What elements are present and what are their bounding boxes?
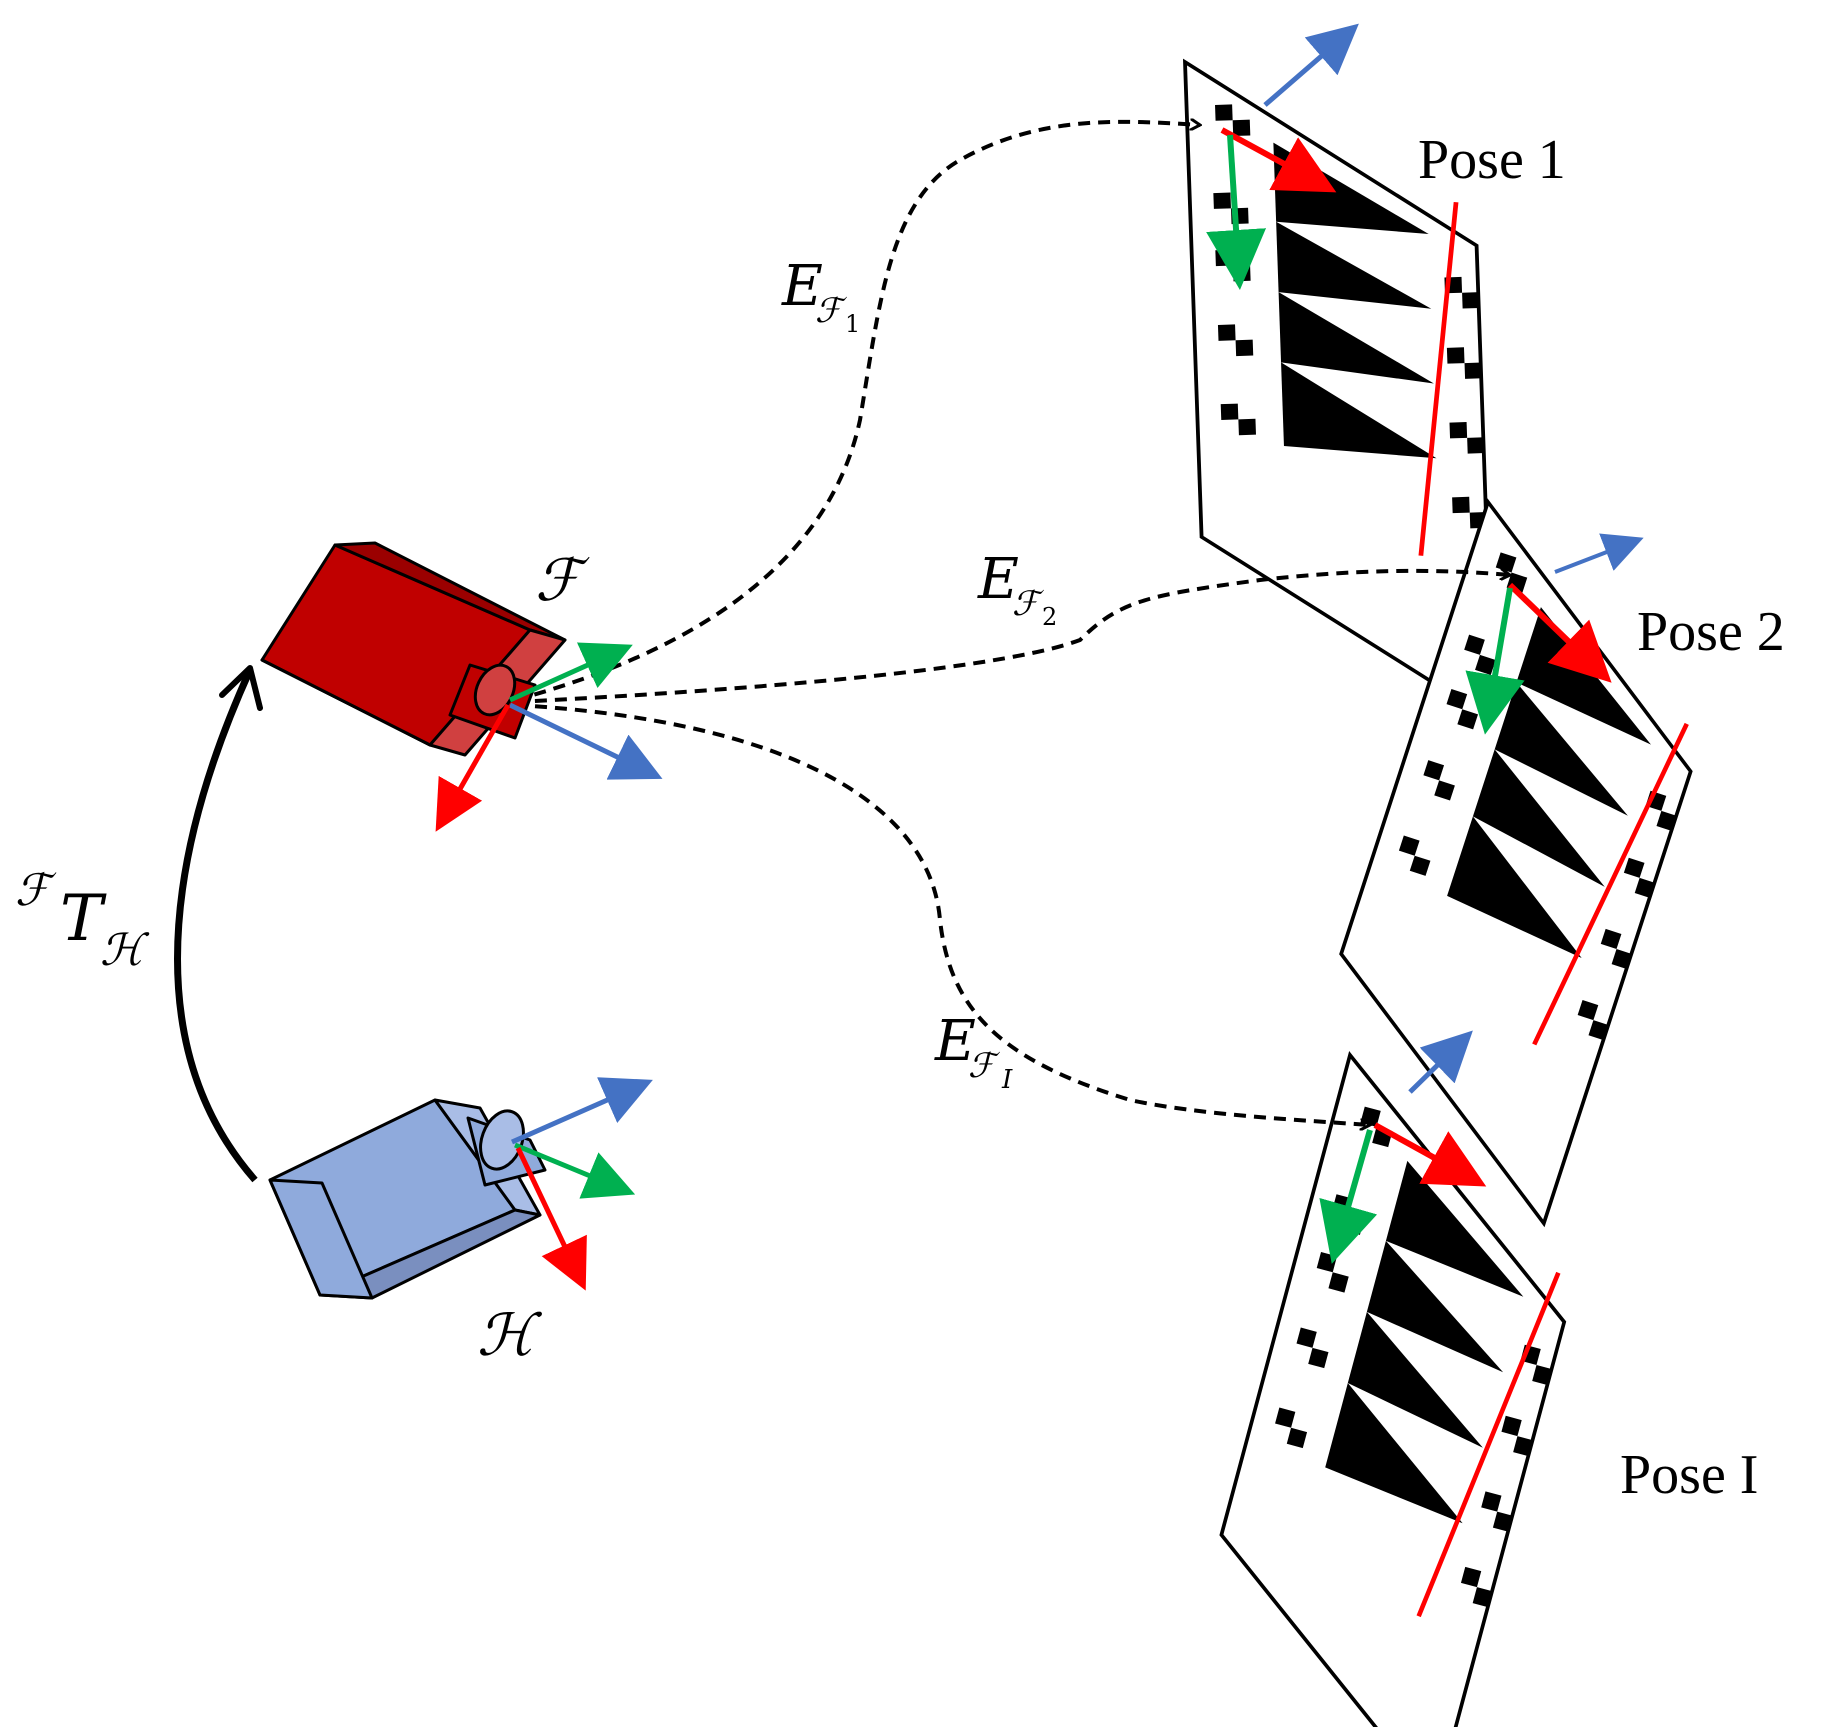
label-pose-i: Pose I (1620, 1444, 1758, 1506)
target-pose-1-axes (1206, 23, 1359, 290)
transform-arrow (174, 668, 258, 1183)
label-edge-2-main: E (977, 547, 1019, 612)
label-pose-2: Pose 2 (1637, 601, 1785, 663)
label-edge-2-sub: ℱ (1012, 584, 1045, 624)
label-edge-1-subsub: 1 (845, 310, 860, 338)
label-edge-1-main: E (781, 254, 823, 319)
label-transform-main: T (60, 882, 107, 956)
label-edge-1-sub: ℱ (815, 291, 848, 331)
edge-to-pose-1 (514, 122, 1200, 702)
edge-to-pose-2 (514, 571, 1510, 704)
label-transform-sup: ℱ (15, 865, 57, 916)
camera-f-axes (435, 642, 663, 832)
label-edge-i-sub: ℱ (968, 1046, 1001, 1086)
label-edge-i-subsub: I (1001, 1065, 1013, 1095)
label-edge-2-subsub: 2 (1042, 603, 1057, 631)
edge-to-pose-i (514, 703, 1370, 1125)
target-pose-2-axes (1465, 533, 1644, 735)
label-transform-sub: ℋ (100, 925, 150, 976)
transform-arrowhead (219, 665, 263, 711)
label-edge-i-main: E (934, 1009, 976, 1074)
target-pose-i-axes (1319, 1030, 1487, 1264)
blue-camera-icon (268, 1098, 547, 1300)
camera-h-axes (510, 1077, 653, 1291)
label-pose-1: Pose 1 (1418, 129, 1566, 191)
label-frame-f: ℱ (535, 546, 590, 614)
red-camera-icon (260, 541, 567, 757)
label-frame-h: ℋ (477, 1301, 543, 1369)
